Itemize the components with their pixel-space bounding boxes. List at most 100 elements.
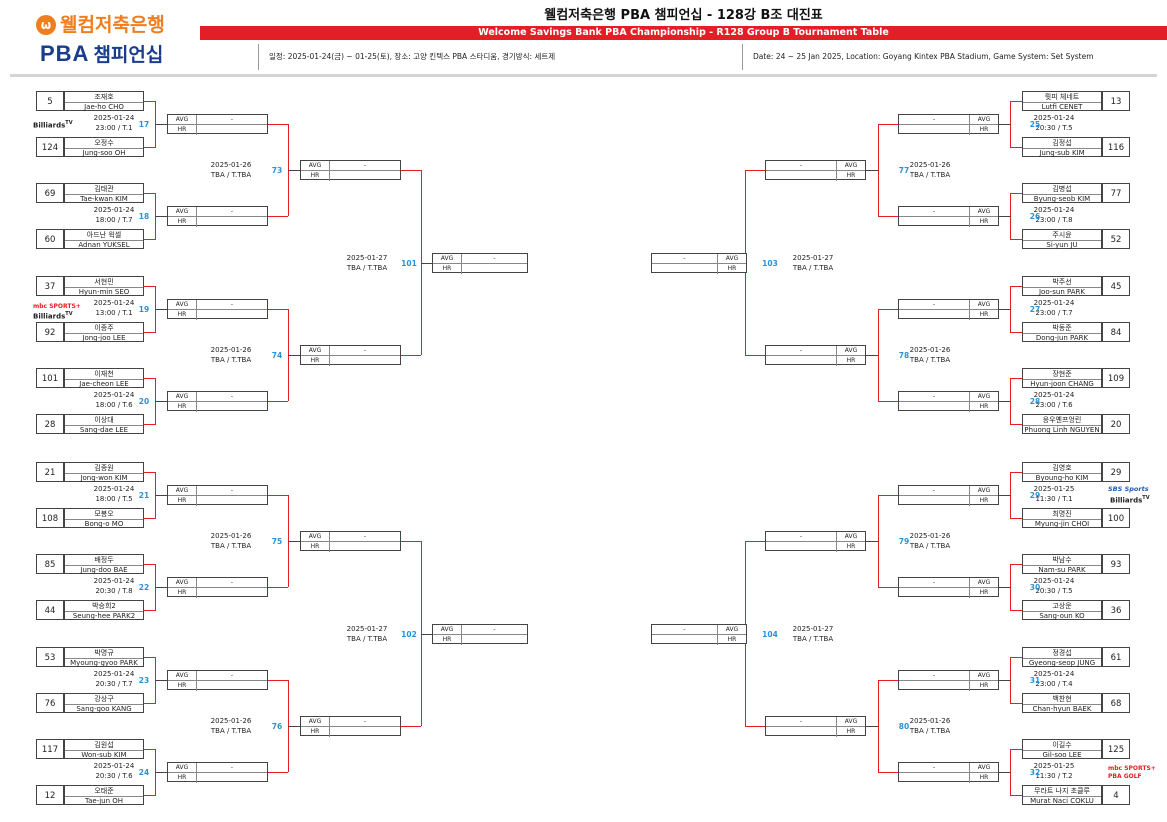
match-date: 2025-01-24 xyxy=(93,206,135,214)
match-score-box[interactable]: AVG-HR xyxy=(167,206,268,227)
bracket-line xyxy=(155,401,167,402)
player-seed: 61 xyxy=(1102,647,1130,667)
bracket-line xyxy=(745,170,765,171)
bracket-line xyxy=(268,772,288,773)
player-seed: 117 xyxy=(36,739,64,759)
player-seed: 20 xyxy=(1102,414,1130,434)
hr-row: HR xyxy=(766,727,865,737)
match-score-box[interactable]: AVG-HR xyxy=(167,299,268,320)
avg-row: -AVG xyxy=(899,486,998,496)
player-seed: 44 xyxy=(36,600,64,620)
avg-label: AVG xyxy=(301,717,330,726)
avg-value: - xyxy=(363,533,367,540)
player-name-english: Dong-jun PARK xyxy=(1035,334,1089,342)
avg-row: -AVG xyxy=(766,717,865,727)
match-date: 2025-01-25 xyxy=(1033,762,1075,770)
match-score-box[interactable]: AVG-HR xyxy=(167,485,268,506)
player-name-korean: 아드난 윅셀 xyxy=(65,230,143,241)
match-score-box[interactable]: AVG-HR xyxy=(167,762,268,783)
bracket-line xyxy=(155,587,167,588)
match-score-box[interactable]: AVG-HR xyxy=(300,345,401,366)
hr-label: HR xyxy=(168,402,197,412)
match-score-box[interactable]: AVG-HR xyxy=(167,391,268,412)
match-score-box[interactable]: AVG-HR xyxy=(167,670,268,691)
player-name-english: Gyeong-seop JUNG xyxy=(1028,659,1096,667)
hr-row: HR xyxy=(899,310,998,320)
match-score-box[interactable]: AVG-HR xyxy=(432,252,528,274)
avg-label: AVG xyxy=(969,763,998,772)
billiards-tv-logo: BilliardsTV xyxy=(33,311,73,321)
match-score-box[interactable]: AVG-HR xyxy=(300,531,401,552)
player-name-english: Jong-won KIM xyxy=(80,474,128,482)
avg-label: AVG xyxy=(969,115,998,124)
bracket-line xyxy=(1010,147,1022,148)
match-score-box[interactable]: AVG-HR xyxy=(167,114,268,135)
match-number: 22 xyxy=(138,583,150,592)
bracket-line xyxy=(745,355,765,356)
match-date: 2025-01-27 xyxy=(346,624,388,633)
bracket-line xyxy=(1010,239,1022,240)
hr-value xyxy=(899,681,969,691)
match-score-box[interactable]: AVG-HR xyxy=(167,577,268,598)
bracket-line xyxy=(288,355,300,356)
match-score-box[interactable]: AVG-HR xyxy=(432,623,528,645)
bracket-line xyxy=(401,726,421,727)
bracket-line xyxy=(144,332,156,333)
match-score-box[interactable]: AVG-HR xyxy=(300,160,401,181)
match-score-box[interactable]: AVG-HR xyxy=(300,716,401,737)
avg-label: AVG xyxy=(433,253,462,263)
player-name-english: Myoung-gyoo PARK xyxy=(70,659,138,667)
